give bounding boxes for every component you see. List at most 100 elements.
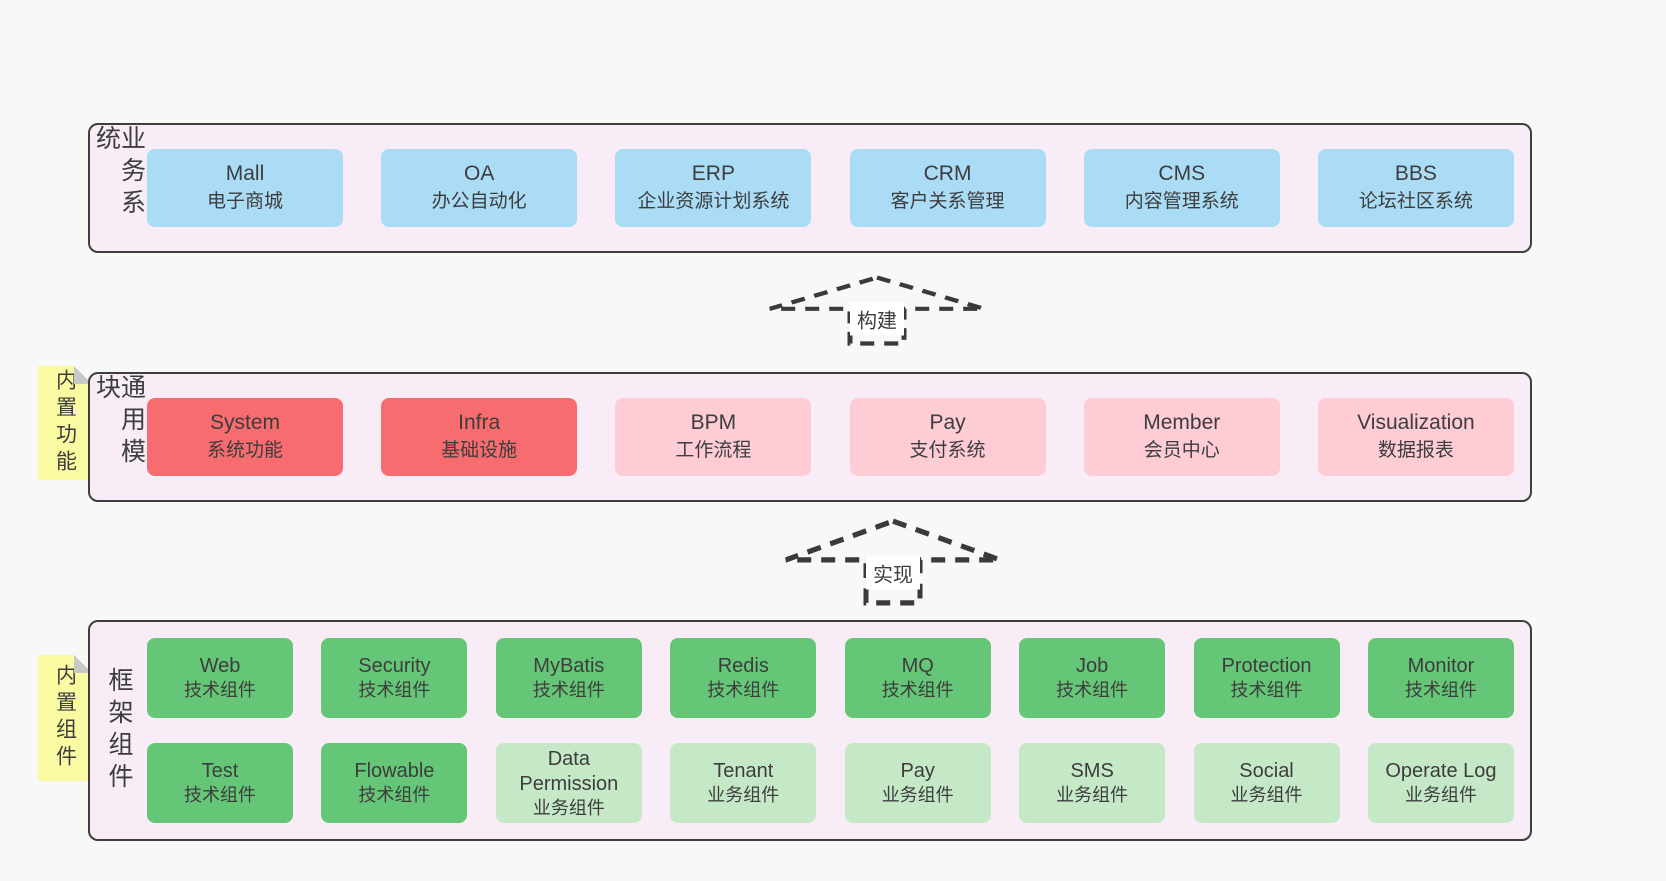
box-title: Protection [1221,655,1312,678]
box-subtitle: 技术组件 [358,680,431,701]
box-subtitle: 论坛社区系统 [1358,191,1473,213]
box-title: Tenant [713,760,774,783]
box-subtitle: 业务组件 [881,785,954,806]
box-redis: Redis 技术组件 [670,638,817,718]
box-subtitle: 客户关系管理 [890,191,1005,213]
box-subtitle: 技术组件 [532,680,605,701]
up-arrow-icon [785,518,1001,606]
box-title: Data Permission [519,747,619,795]
box-pay-module: Pay 支付系统 [849,398,1046,476]
box-erp: ERP 企业资源计划系统 [615,149,812,227]
box-title: Web [199,655,241,678]
box-security: Security 技术组件 [321,638,468,718]
sticky-note-builtin-components-text: 内置组件 [53,664,77,772]
box-title: Mall [225,162,265,186]
box-pay-component: Pay 业务组件 [844,743,991,823]
framework-components-label-text: 框架组件 [105,666,133,795]
box-title: System [209,411,280,435]
box-title: CMS [1158,162,1206,186]
build-arrow-label: 构建 [850,302,904,336]
box-bbs: BBS 论坛社区系统 [1317,149,1514,227]
box-subtitle: 技术组件 [184,785,256,806]
framework-components-label: 框架组件 [90,622,147,839]
box-subtitle: 业务组件 [707,785,780,806]
box-subtitle: 数据报表 [1377,440,1454,462]
business-systems-label-text: 业务系统 [92,125,146,221]
box-title: Visualization [1357,411,1475,435]
sticky-note-builtin-features: 内置功能 [38,366,92,480]
box-subtitle: 技术组件 [881,680,954,701]
sticky-note-builtin-features-text: 内置功能 [53,369,77,477]
box-monitor: Monitor 技术组件 [1367,638,1514,718]
common-modules-boxes: System 系统功能 Infra 基础设施 BPM 工作流程 Pay 支付系统… [147,374,1530,500]
box-mall: Mall 电子商城 [147,149,343,227]
box-subtitle: 支付系统 [909,440,986,462]
framework-components-panel: 框架组件 Web 技术组件 Security 技术组件 MyBatis 技术组件… [88,620,1532,841]
box-cms: CMS 内容管理系统 [1083,149,1280,227]
box-subtitle: 系统功能 [206,440,283,462]
box-oa: OA 办公自动化 [381,149,578,227]
box-mybatis: MyBatis 技术组件 [495,638,642,718]
implement-arrow: 实现 [781,518,1005,606]
box-title: OA [464,162,495,186]
box-title: Infra [458,411,501,435]
common-modules-panel: 通用模块 System 系统功能 Infra 基础设施 BPM 工作流程 Pay… [88,372,1532,502]
box-sms: SMS 业务组件 [1019,743,1166,823]
box-subtitle: 业务组件 [1404,785,1477,806]
box-subtitle: 技术组件 [358,785,431,806]
box-title: MyBatis [533,655,605,678]
box-title: SMS [1070,760,1114,783]
box-title: Test [201,760,239,783]
box-title: CRM [923,162,972,186]
box-title: Pay [929,411,966,435]
up-arrow-icon [769,275,985,346]
box-system: System 系统功能 [147,398,343,476]
box-member: Member 会员中心 [1083,398,1280,476]
box-bpm: BPM 工作流程 [615,398,812,476]
box-subtitle: 工作流程 [675,440,752,462]
box-mq: MQ 技术组件 [844,638,991,718]
box-subtitle: 办公自动化 [431,191,527,213]
sticky-note-builtin-components: 内置组件 [38,655,92,781]
box-subtitle: 业务组件 [1056,785,1129,806]
box-job: Job 技术组件 [1019,638,1166,718]
box-subtitle: 技术组件 [1404,680,1477,701]
common-modules-label-text: 通用模块 [92,374,146,470]
box-subtitle: 技术组件 [184,680,256,701]
box-title: MQ [901,655,934,678]
box-infra: Infra 基础设施 [381,398,578,476]
business-systems-panel: 业务系统 Mall 电子商城 OA 办公自动化 ERP 企业资源计划系统 CRM… [88,123,1532,253]
box-title: Flowable [354,760,435,783]
box-title: Redis [717,655,769,678]
box-title: BPM [690,411,737,435]
box-data-permission: Data Permission 业务组件 [495,743,642,823]
box-crm: CRM 客户关系管理 [849,149,1046,227]
components-row-1: Web 技术组件 Security 技术组件 MyBatis 技术组件 Redi… [147,638,1514,718]
build-arrow: 构建 [765,275,989,346]
box-title: Social [1239,760,1294,783]
box-title: BBS [1394,162,1437,186]
box-title: Monitor [1407,655,1475,678]
box-flowable: Flowable 技术组件 [321,743,468,823]
box-title: ERP [691,162,735,186]
box-subtitle: 企业资源计划系统 [637,191,790,213]
components-row-2: Test 技术组件 Flowable 技术组件 Data Permission … [147,743,1514,823]
framework-components-grid: Web 技术组件 Security 技术组件 MyBatis 技术组件 Redi… [147,622,1530,839]
box-title: Operate Log [1385,760,1497,783]
box-subtitle: 业务组件 [532,797,605,818]
box-operate-log: Operate Log 业务组件 [1367,743,1514,823]
box-title: Pay [900,760,935,783]
box-title: Member [1143,411,1221,435]
box-tenant: Tenant 业务组件 [670,743,817,823]
box-subtitle: 会员中心 [1143,440,1220,462]
box-subtitle: 业务组件 [1230,785,1303,806]
box-test: Test 技术组件 [147,743,293,823]
box-subtitle: 技术组件 [707,680,780,701]
box-subtitle: 技术组件 [1056,680,1129,701]
business-systems-label: 业务系统 [90,125,147,251]
implement-arrow-label: 实现 [866,556,920,590]
box-protection: Protection 技术组件 [1193,638,1340,718]
box-title: Security [358,655,431,678]
box-social: Social 业务组件 [1193,743,1340,823]
